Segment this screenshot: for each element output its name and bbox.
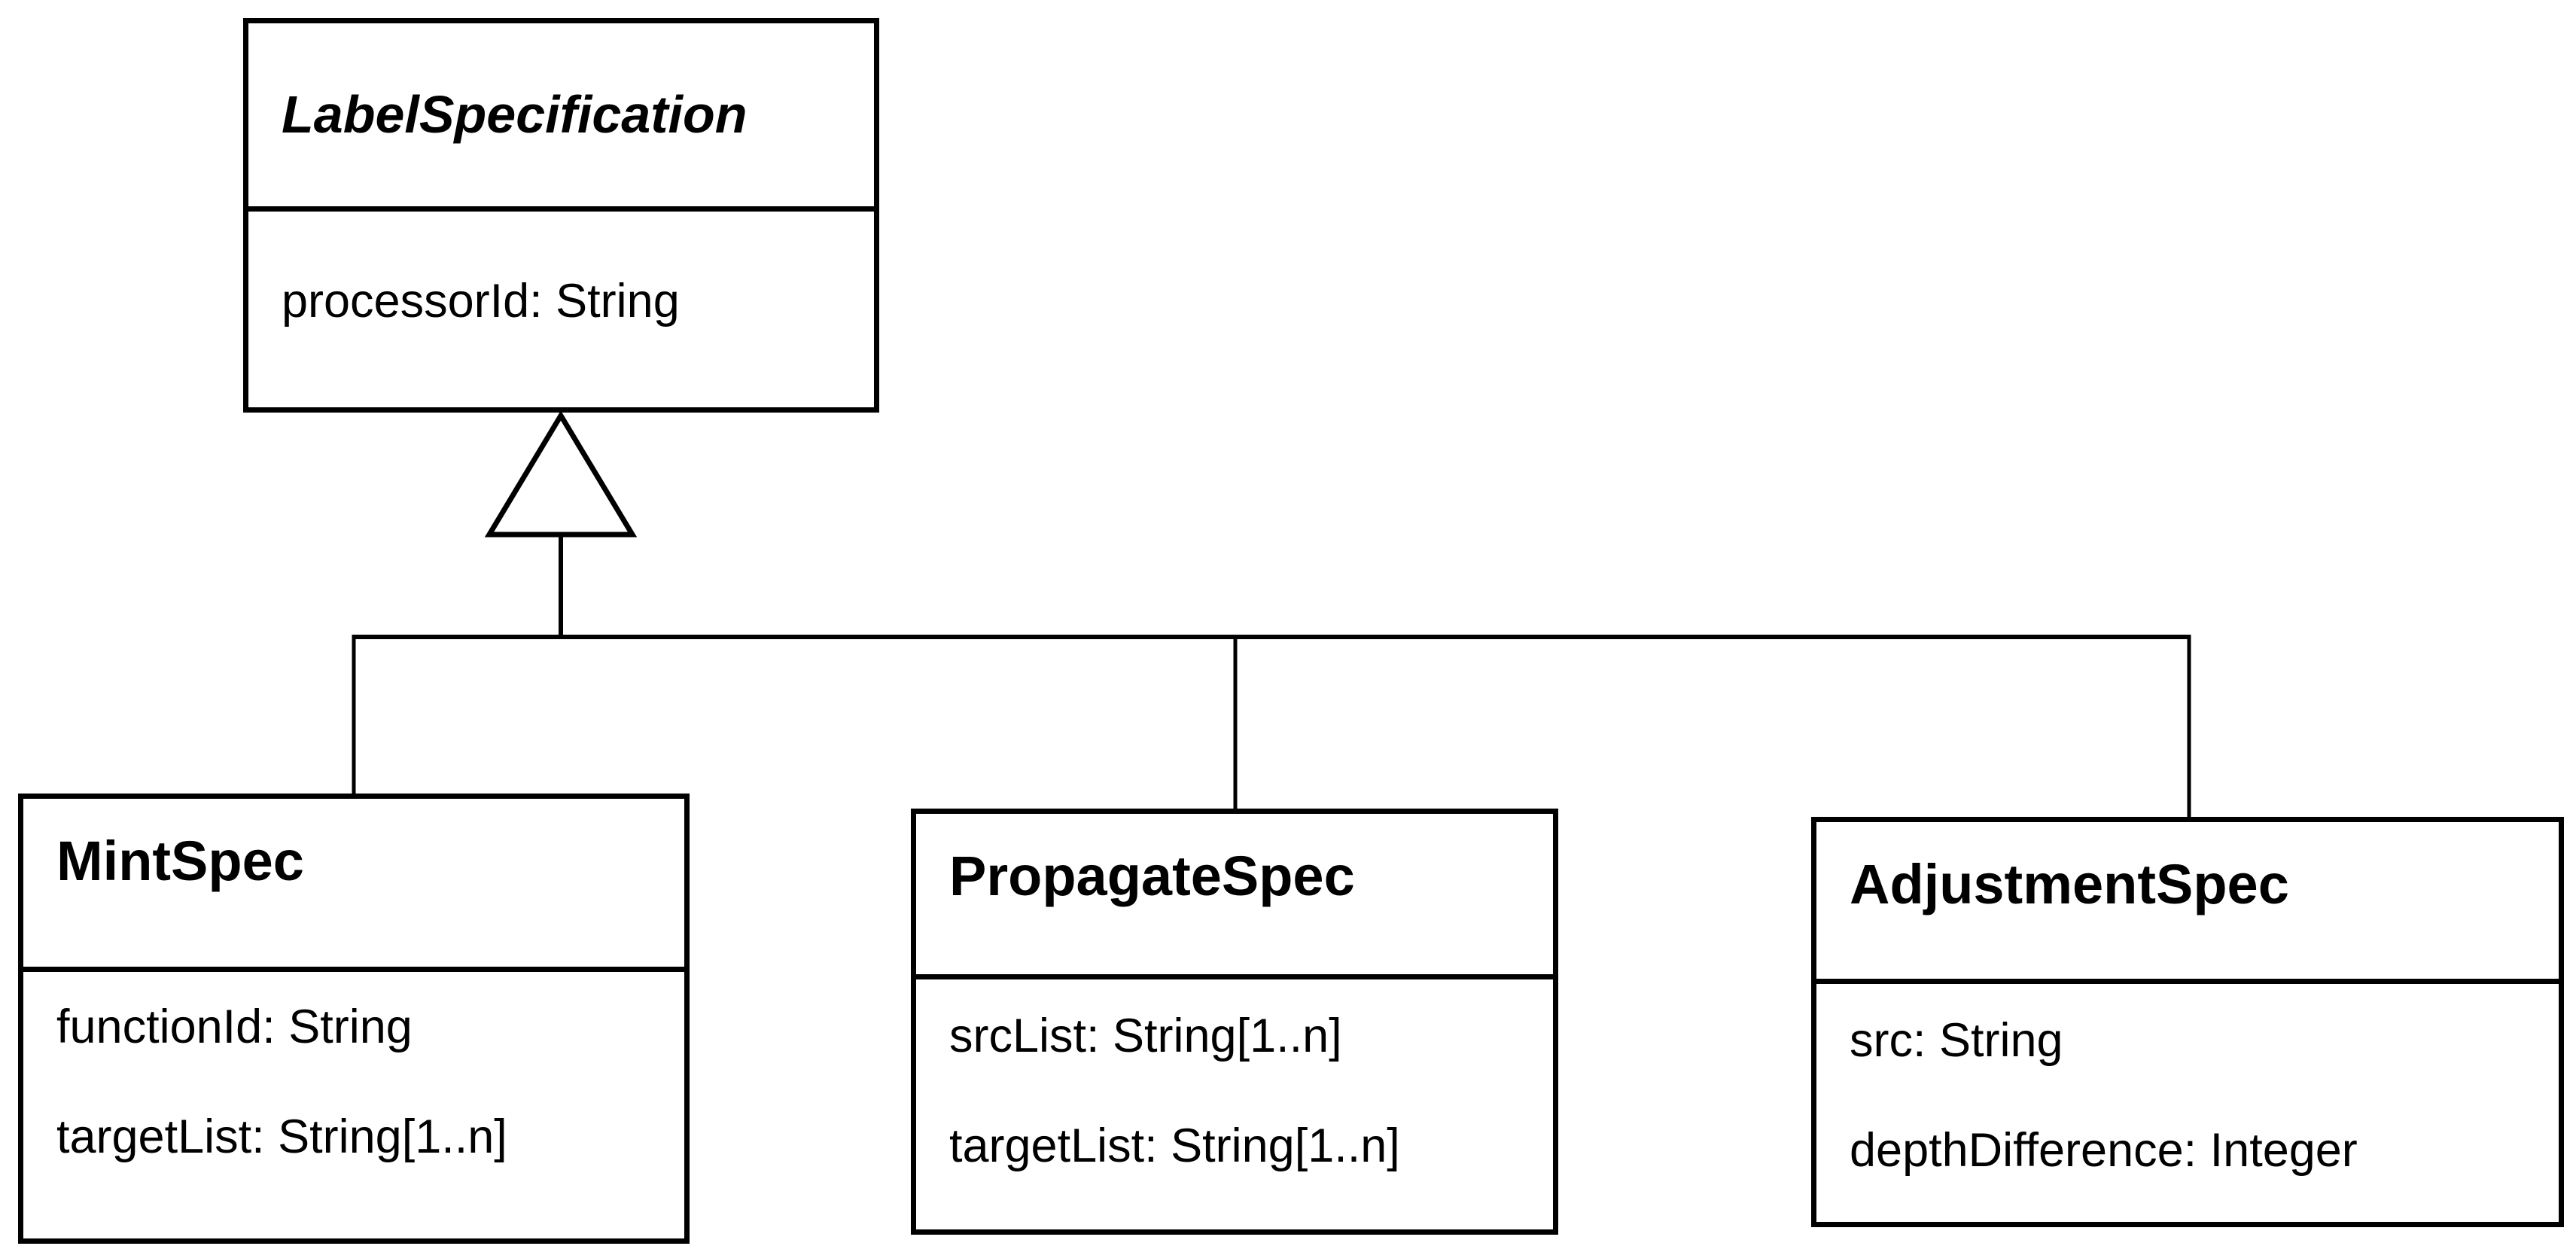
class-box-labelspecification: LabelSpecification processorId: String xyxy=(243,18,879,413)
attribute-depthdifference: depthDifference: Integer xyxy=(1850,1123,2358,1177)
class-attributes-propagatespec: srcList: String[1..n] targetList: String… xyxy=(916,979,1553,1174)
attribute-src: src: String xyxy=(1850,1014,2063,1067)
class-header-propagatespec: PropagateSpec xyxy=(916,814,1553,979)
class-name-adjustmentspec: AdjustmentSpec xyxy=(1850,853,2289,915)
class-box-adjustmentspec: AdjustmentSpec src: String depthDifferen… xyxy=(1811,817,2564,1227)
attribute-targetlist-mintspec: targetList: String[1..n] xyxy=(56,1110,507,1163)
class-name-labelspecification: LabelSpecification xyxy=(282,85,748,145)
attribute-functionid: functionId: String xyxy=(56,1001,413,1053)
class-name-propagatespec: PropagateSpec xyxy=(949,845,1355,907)
class-header-adjustmentspec: AdjustmentSpec xyxy=(1816,822,2559,984)
class-header-mintspec: MintSpec xyxy=(23,799,684,972)
attribute-processorid: processorId: String xyxy=(282,275,680,327)
attribute-targetlist-propagatespec: targetList: String[1..n] xyxy=(949,1119,1400,1172)
class-header-labelspecification: LabelSpecification xyxy=(248,23,874,212)
generalization-triangle-icon xyxy=(484,410,638,538)
class-attributes-mintspec: functionId: String targetList: String[1.… xyxy=(23,972,684,1165)
class-name-mintspec: MintSpec xyxy=(56,830,304,892)
class-box-propagatespec: PropagateSpec srcList: String[1..n] targ… xyxy=(911,809,1558,1235)
class-attributes-labelspecification: processorId: String xyxy=(248,212,874,331)
attribute-srclist: srcList: String[1..n] xyxy=(949,1010,1342,1062)
class-box-mintspec: MintSpec functionId: String targetList: … xyxy=(18,794,690,1244)
class-attributes-adjustmentspec: src: String depthDifference: Integer xyxy=(1816,984,2559,1179)
